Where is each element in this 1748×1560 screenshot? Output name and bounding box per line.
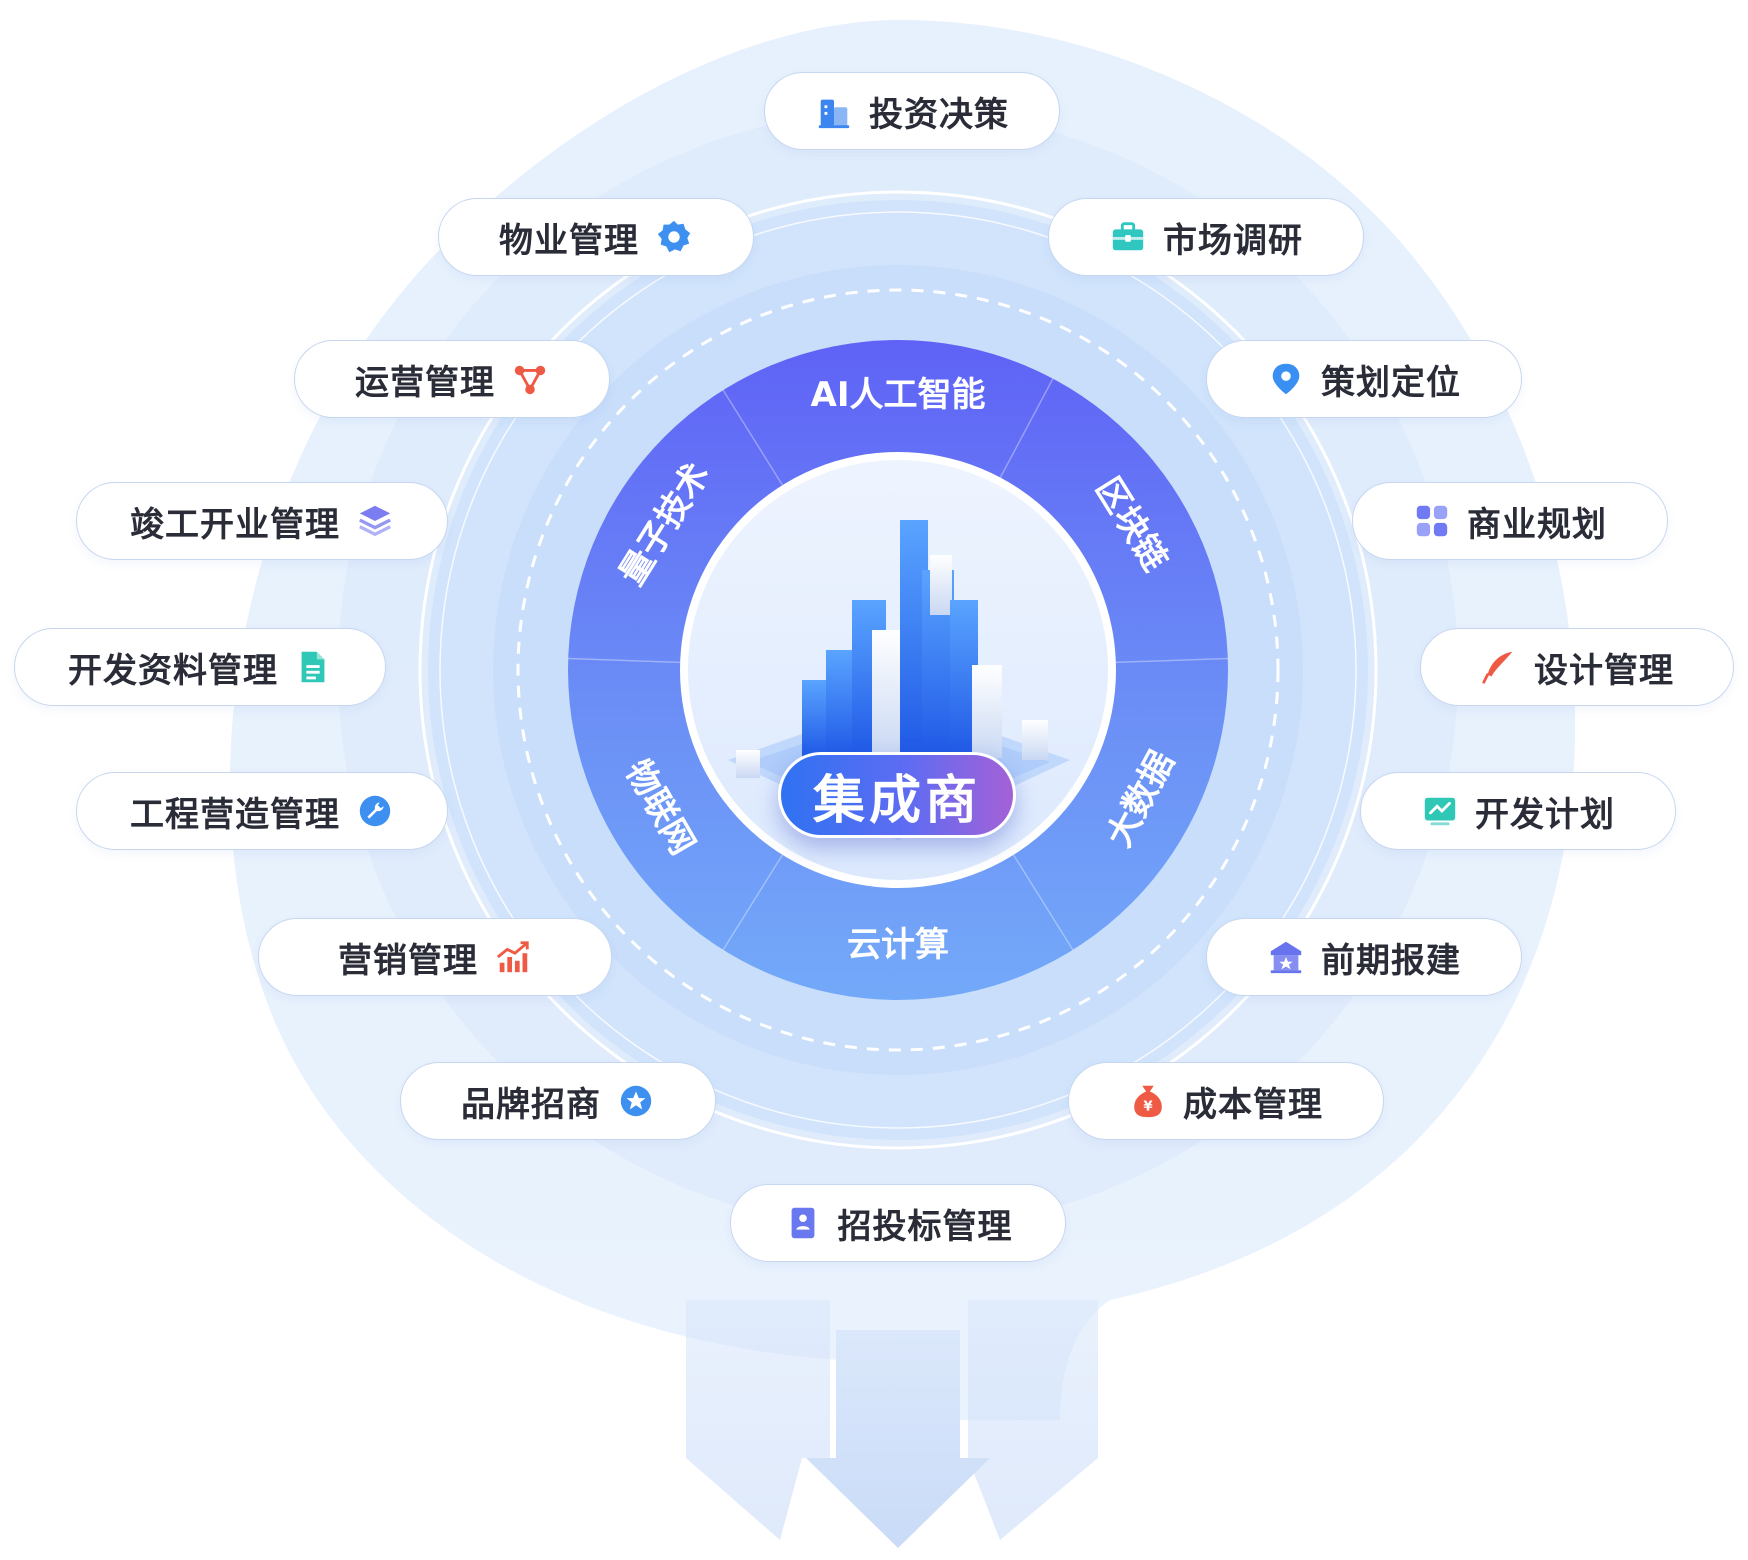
money-bag-icon: ¥ [1129, 1082, 1167, 1120]
module-location-pin[interactable]: 策划定位 [1206, 340, 1522, 418]
grid-icon [1413, 502, 1451, 540]
tech-label: AI人工智能 [811, 375, 986, 415]
module-document[interactable]: 开发资料管理 [14, 628, 386, 706]
module-contact-book[interactable]: 招投标管理 [730, 1184, 1066, 1262]
module-rising-chart[interactable]: 营销管理 [258, 918, 612, 996]
tech-divider [1012, 854, 1074, 951]
module-label: 前期报建 [1321, 940, 1461, 981]
module-label: 商业规划 [1467, 504, 1607, 545]
document-icon [294, 648, 332, 686]
module-label: 成本管理 [1183, 1084, 1323, 1125]
building-icon [815, 92, 853, 130]
module-label: 开发资料管理 [68, 650, 278, 691]
module-label: 设计管理 [1534, 650, 1674, 691]
integrator-badge: 集成商 [778, 752, 1016, 838]
tech-divider [1115, 657, 1228, 664]
module-network-nodes[interactable]: 运营管理 [294, 340, 610, 418]
module-building[interactable]: 投资决策 [764, 72, 1060, 150]
briefcase-icon [1109, 218, 1147, 256]
module-layers[interactable]: 竣工开业管理 [76, 482, 448, 560]
module-label: 营销管理 [338, 940, 478, 981]
module-label: 招投标管理 [837, 1206, 1013, 1247]
module-label: 投资决策 [869, 94, 1009, 135]
tech-label: 云计算 [847, 925, 949, 965]
ring-thin-1 [418, 190, 1378, 1150]
module-label: 开发计划 [1475, 794, 1615, 835]
module-grid[interactable]: 商业规划 [1352, 482, 1668, 560]
module-label: 工程营造管理 [130, 794, 340, 835]
module-label: 品牌招商 [461, 1084, 601, 1125]
feather-pen-icon [1480, 648, 1518, 686]
tech-divider [999, 378, 1054, 478]
svg-text:¥: ¥ [1143, 1100, 1153, 1115]
module-label: 运营管理 [355, 362, 495, 403]
network-nodes-icon [511, 360, 549, 398]
module-label: 策划定位 [1321, 362, 1461, 403]
module-star-badge[interactable]: 品牌招商 [400, 1062, 716, 1140]
tech-divider [722, 389, 784, 486]
star-house-icon [1267, 938, 1305, 976]
module-briefcase[interactable]: 市场调研 [1048, 198, 1364, 276]
tech-divider [568, 657, 681, 664]
module-label: 市场调研 [1163, 220, 1303, 261]
location-pin-icon [1267, 360, 1305, 398]
arrow-left [686, 1300, 830, 1540]
module-feather-pen[interactable]: 设计管理 [1420, 628, 1734, 706]
arrow-right [968, 1300, 1098, 1540]
tech-ring-dividers [568, 378, 1228, 951]
module-gear[interactable]: 物业管理 [438, 198, 754, 276]
module-label: 竣工开业管理 [130, 504, 340, 545]
gear-icon [655, 218, 693, 256]
tech-divider [722, 854, 784, 951]
contact-book-icon [784, 1204, 822, 1242]
down-arrows [686, 1300, 1098, 1548]
arrow-center [806, 1330, 990, 1548]
rising-chart-icon [494, 938, 532, 976]
star-badge-icon [617, 1082, 655, 1120]
module-money-bag[interactable]: ¥ 成本管理 [1068, 1062, 1384, 1140]
ring-dashed [516, 288, 1280, 1052]
layers-icon [356, 502, 394, 540]
module-star-house[interactable]: 前期报建 [1206, 918, 1522, 996]
ring-thin-2 [439, 211, 1357, 1129]
wrench-icon [356, 792, 394, 830]
trend-board-icon [1421, 792, 1459, 830]
module-trend-board[interactable]: 开发计划 [1360, 772, 1676, 850]
module-label: 物业管理 [499, 220, 639, 261]
module-wrench[interactable]: 工程营造管理 [76, 772, 448, 850]
